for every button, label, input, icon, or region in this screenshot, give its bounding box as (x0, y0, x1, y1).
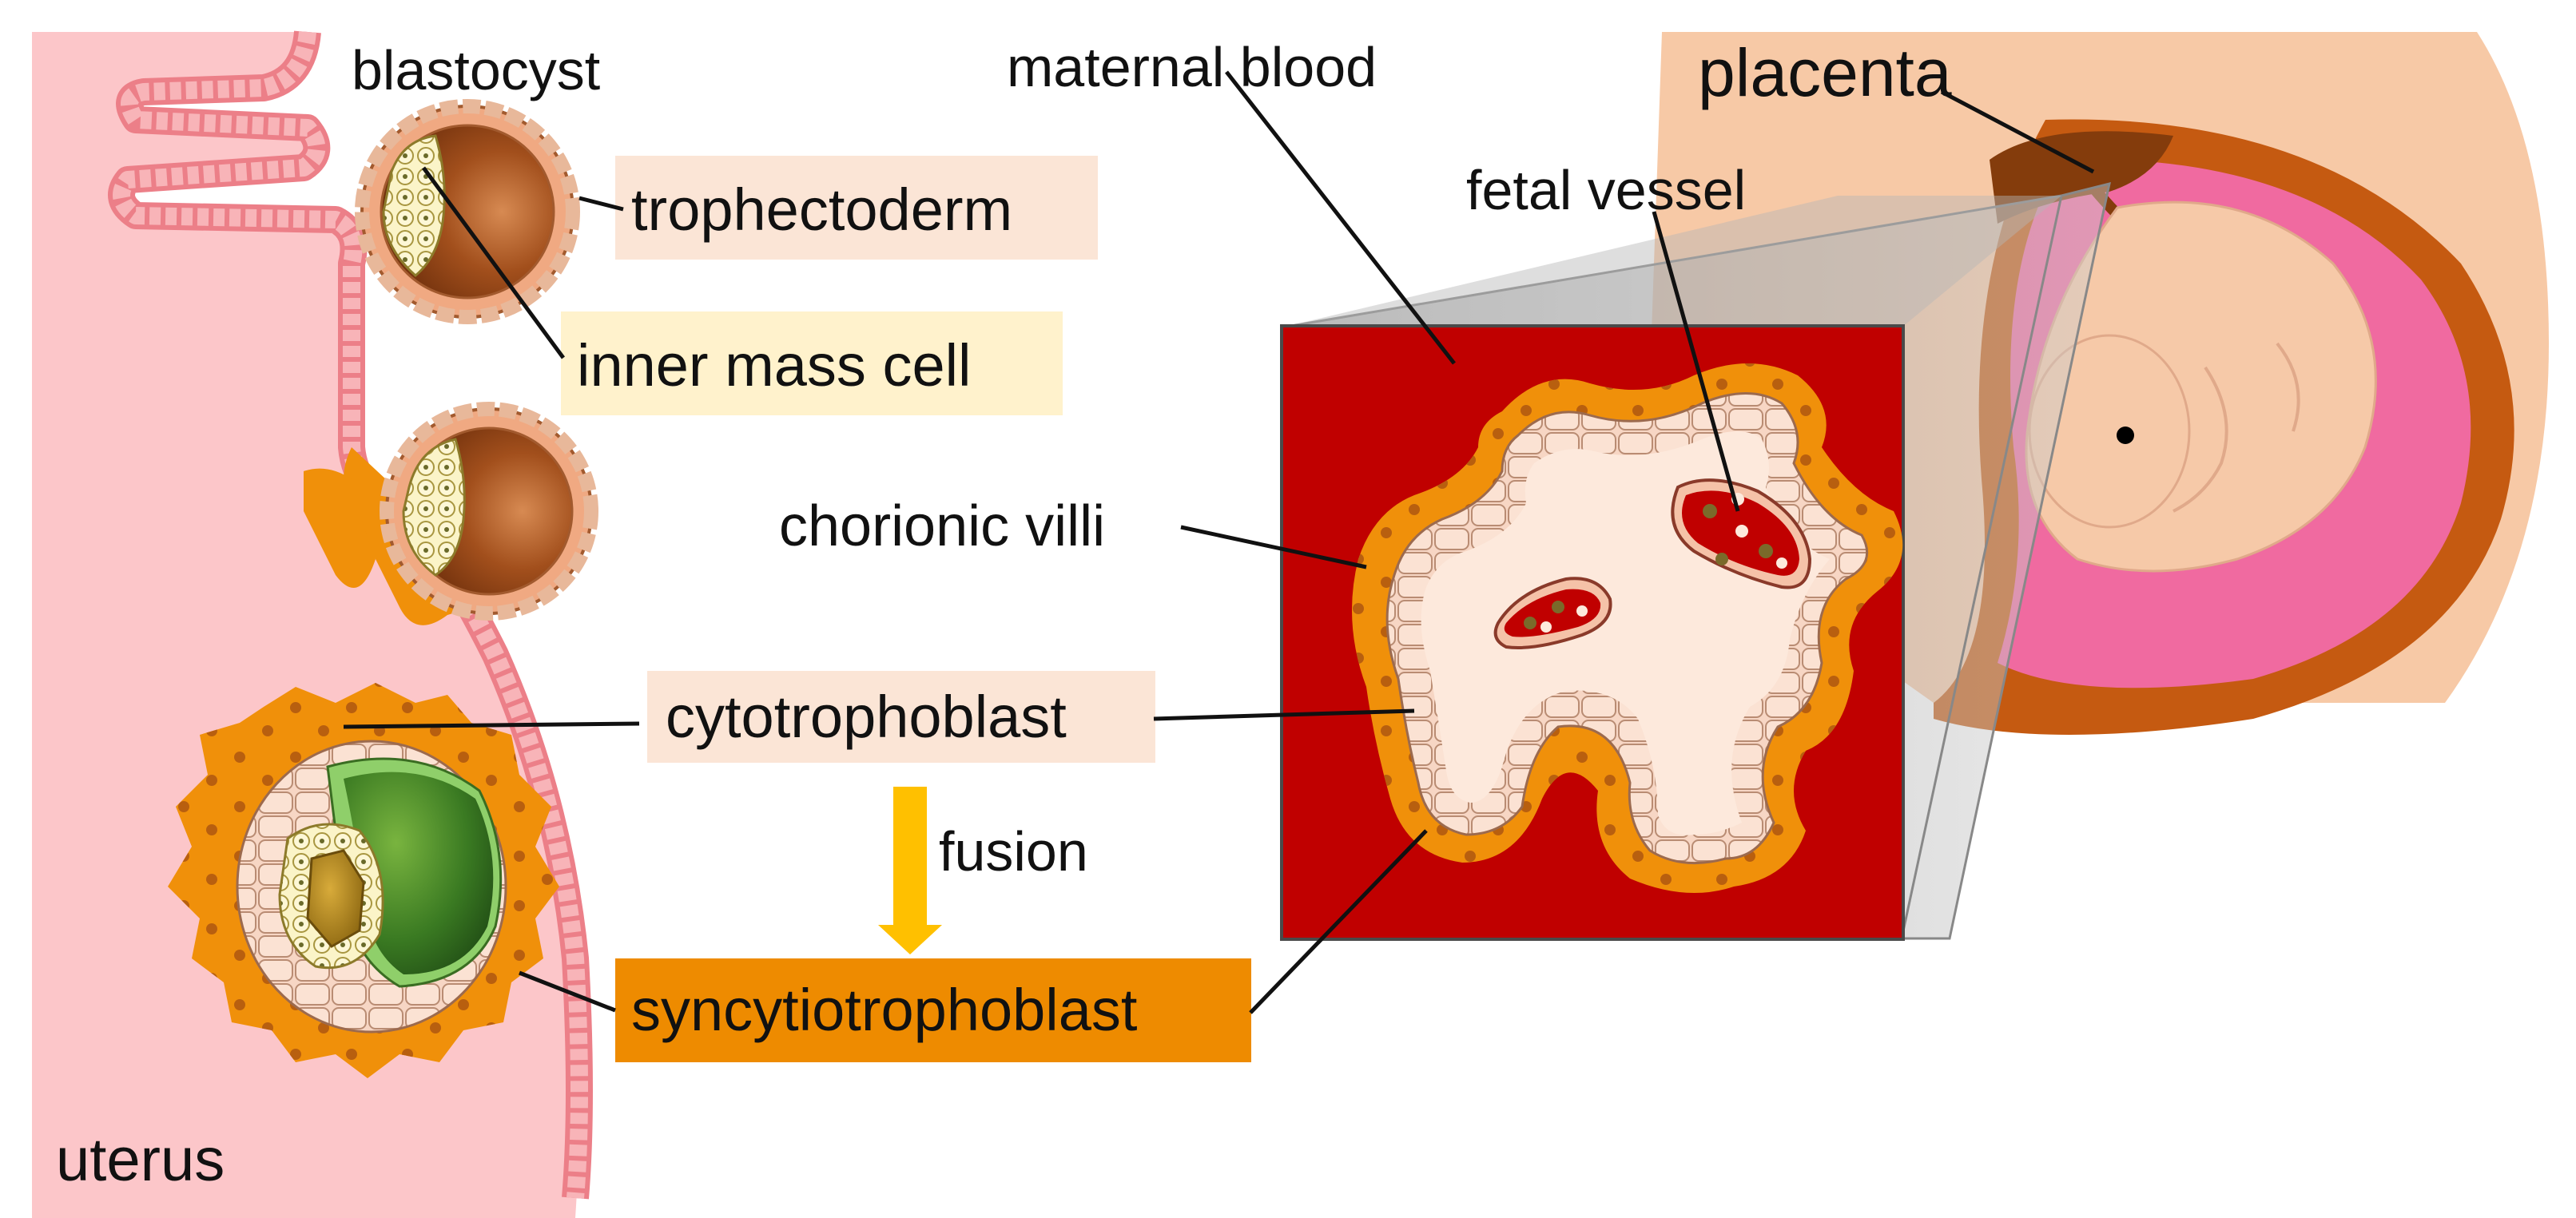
blastocyst-free (355, 99, 580, 324)
label-chorionic-villi: chorionic villi (779, 494, 1105, 558)
fetus (2025, 200, 2377, 573)
label-blastocyst: blastocyst (352, 39, 600, 101)
label-cytotrophoblast: cytotrophoblast (666, 684, 1067, 750)
fetal-eye (2117, 426, 2134, 444)
cytotrophoblast-box (647, 671, 1155, 763)
leader-lines (343, 70, 2095, 1014)
inner-mass-cell-box (561, 311, 1063, 415)
blastocyst-attaching (304, 402, 598, 625)
label-syncytiotrophoblast: syncytiotrophoblast (631, 977, 1138, 1043)
trophectoderm-box (615, 156, 1098, 260)
label-trophectoderm: trophectoderm (631, 177, 1012, 243)
implanted-embryo (168, 683, 559, 1078)
label-uterus: uterus (56, 1126, 225, 1194)
label-placenta: placenta (1698, 35, 1952, 110)
villi-cross-section (1280, 324, 1905, 941)
syncytiotrophoblast-box (615, 958, 1251, 1062)
fetal-vessel-small (1493, 577, 1612, 649)
fusion-arrow (878, 787, 942, 954)
label-fusion: fusion (939, 820, 1088, 883)
label-inner-mass-cell: inner mass cell (577, 332, 972, 399)
label-fetal-vessel: fetal vessel (1466, 159, 1746, 221)
label-maternal-blood: maternal blood (1007, 36, 1377, 98)
